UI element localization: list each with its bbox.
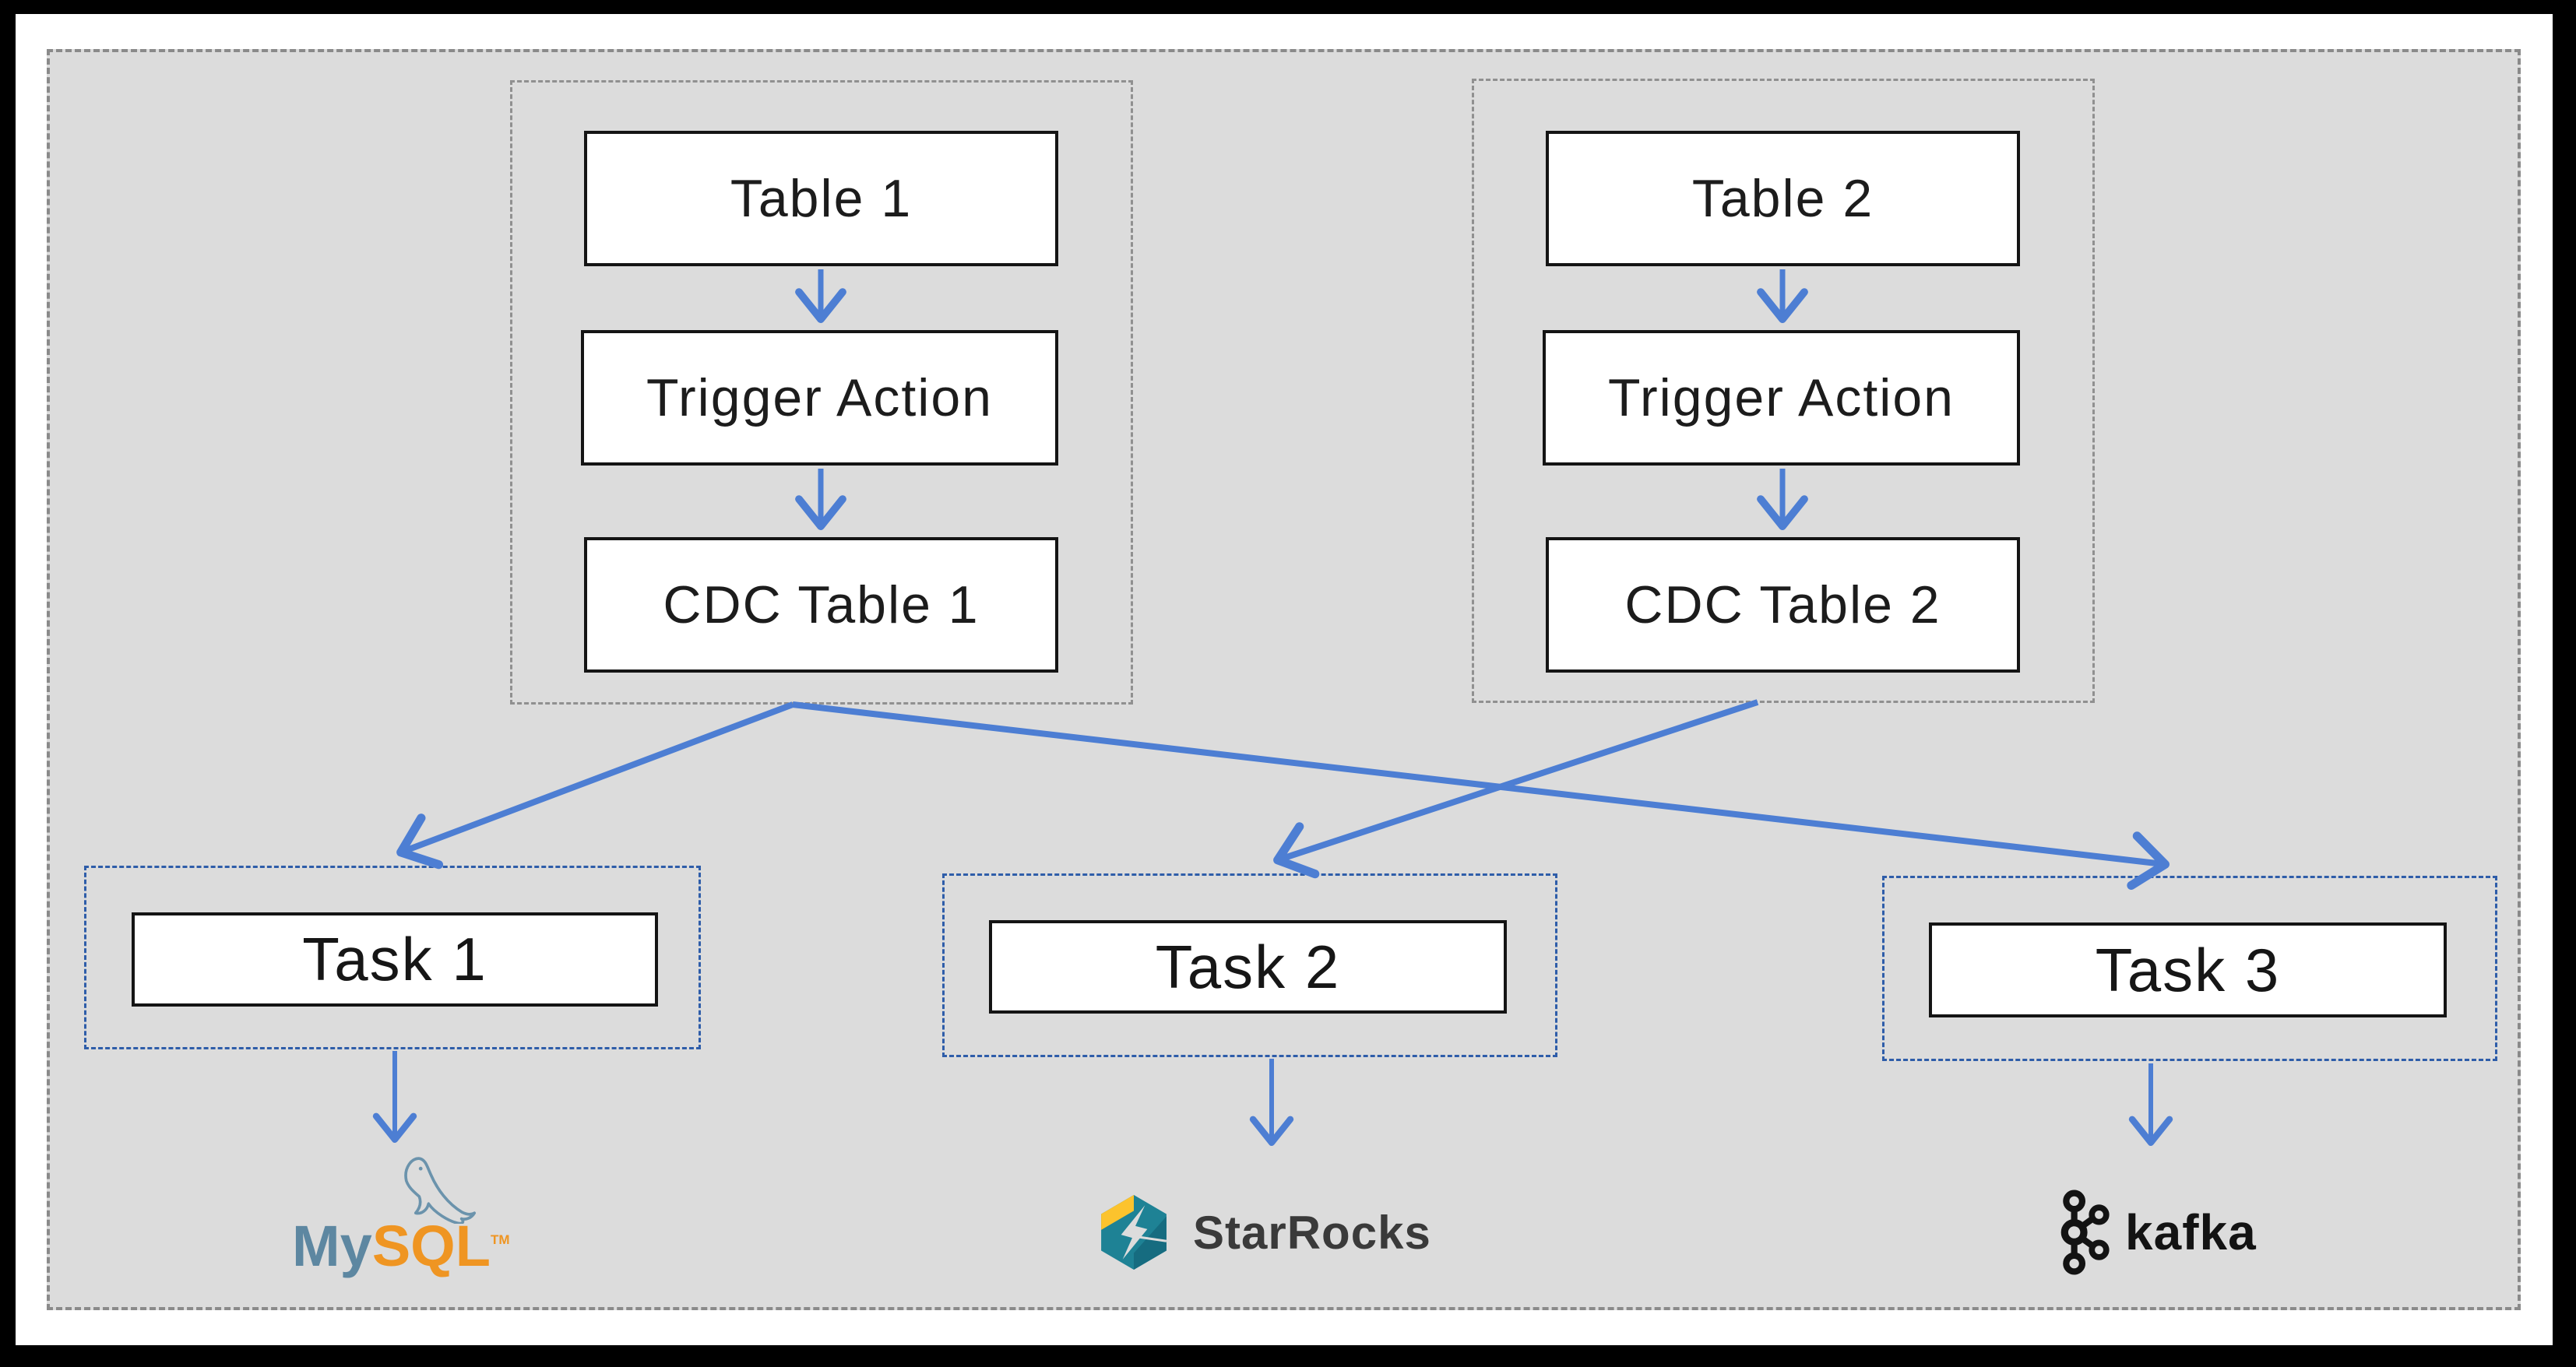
mysql-wordmark-my: My [292, 1214, 372, 1278]
kafka-logo: kafka [2057, 1188, 2321, 1277]
node-task-3: Task 3 [1929, 922, 2447, 1017]
node-table-1: Table 1 [584, 131, 1058, 266]
outer-dashed-boundary [47, 49, 2521, 1310]
mysql-wordmark: MySQLTM [292, 1218, 509, 1275]
starrocks-wordmark: StarRocks [1193, 1206, 1431, 1259]
node-trigger-action-1: Trigger Action [581, 330, 1058, 466]
node-cdc-table-2: CDC Table 2 [1546, 537, 2020, 673]
node-task-2: Task 2 [989, 920, 1507, 1014]
task-2-dashed-box [942, 873, 1557, 1057]
mysql-trademark: TM [490, 1232, 510, 1247]
starrocks-logo: StarRocks [1098, 1192, 1534, 1273]
node-table-2: Table 2 [1546, 131, 2020, 266]
mysql-dolphin-icon [404, 1157, 477, 1224]
mysql-logo: MySQLTM [292, 1152, 509, 1281]
kafka-icon [2060, 1190, 2110, 1275]
starrocks-hexagon-icon [1101, 1194, 1167, 1270]
node-cdc-table-1: CDC Table 1 [584, 537, 1058, 673]
task-1-dashed-box [84, 866, 701, 1049]
mysql-wordmark-sql: SQL [371, 1214, 491, 1278]
node-task-1: Task 1 [132, 912, 658, 1007]
kafka-wordmark: kafka [2125, 1204, 2257, 1260]
task-3-dashed-box [1882, 876, 2497, 1061]
node-trigger-action-2: Trigger Action [1543, 330, 2020, 466]
